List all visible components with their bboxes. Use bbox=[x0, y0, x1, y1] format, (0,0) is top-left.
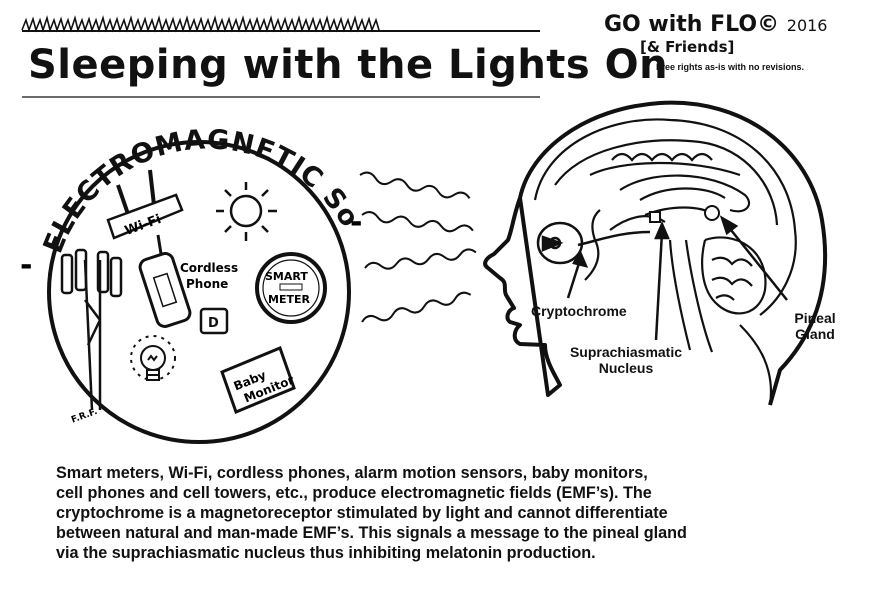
scn-marker bbox=[649, 211, 661, 223]
brand-logo: GO with FLO© 2016 bbox=[604, 12, 827, 37]
label-cryptochrome: Cryptochrome bbox=[531, 303, 627, 319]
baby-monitor-icon: Baby Monitor bbox=[220, 346, 296, 414]
brand-year: 2016 bbox=[786, 16, 828, 35]
sources-heading: ELECTROMAGNETIC Sources bbox=[0, 0, 365, 258]
sun-icon bbox=[216, 182, 277, 241]
svg-text:D: D bbox=[208, 316, 219, 331]
eye-icon bbox=[536, 221, 651, 265]
brand-copyright: © bbox=[757, 12, 780, 37]
caption-line: cell phones and cell towers, etc., produ… bbox=[56, 484, 652, 502]
artist-initials: F.R.F. bbox=[70, 407, 99, 426]
caption-line: cryptochrome is a magnetoreceptor stimul… bbox=[56, 504, 668, 522]
label-scn-line1: Suprachiasmatic bbox=[569, 344, 683, 360]
svg-text:METER: METER bbox=[268, 293, 310, 306]
rights-notice: Free rights as-is with no revisions. bbox=[656, 62, 805, 72]
cordless-phone-icon: Cordless Phone bbox=[138, 234, 238, 328]
brand-name: GO with FLO bbox=[604, 12, 758, 37]
caption-line: Smart meters, Wi-Fi, cordless phones, al… bbox=[56, 464, 648, 482]
svg-text:SMART: SMART bbox=[265, 270, 308, 283]
brain-icon bbox=[533, 118, 797, 406]
label-scn-line2: Nucleus bbox=[598, 360, 654, 376]
brand-subtitle: [& Friends] bbox=[640, 38, 735, 56]
sources-circle bbox=[47, 140, 351, 444]
pineal-marker bbox=[704, 205, 720, 221]
light-bulb-icon bbox=[130, 335, 176, 381]
page-title: Sleeping with the Lights On bbox=[28, 42, 669, 88]
caption-line: via the suprachiasmatic nucleus thus inh… bbox=[56, 544, 596, 562]
cell-tower-icon bbox=[60, 248, 123, 411]
caption: Smart meters, Wi-Fi, cordless phones, al… bbox=[56, 463, 846, 563]
em-waves bbox=[359, 171, 477, 323]
label-scn: Suprachiasmatic Nucleus bbox=[558, 344, 694, 376]
label-pineal-line2: Gland bbox=[795, 326, 835, 342]
label-pineal-line1: Pineal bbox=[794, 310, 836, 326]
grass-line bbox=[21, 15, 380, 33]
dash-right: - bbox=[350, 205, 362, 240]
smart-meter-icon: SMART METER bbox=[255, 252, 327, 324]
dash-left: - bbox=[20, 248, 32, 283]
svg-text:Cordless: Cordless bbox=[180, 261, 238, 275]
motion-sensor-icon bbox=[199, 307, 229, 335]
caption-line: between natural and man-made EMF’s. This… bbox=[56, 524, 687, 542]
label-pineal: Pineal Gland bbox=[780, 310, 850, 342]
head-profile bbox=[483, 100, 828, 406]
label-arrows bbox=[566, 215, 788, 341]
svg-text:Phone: Phone bbox=[186, 277, 228, 291]
